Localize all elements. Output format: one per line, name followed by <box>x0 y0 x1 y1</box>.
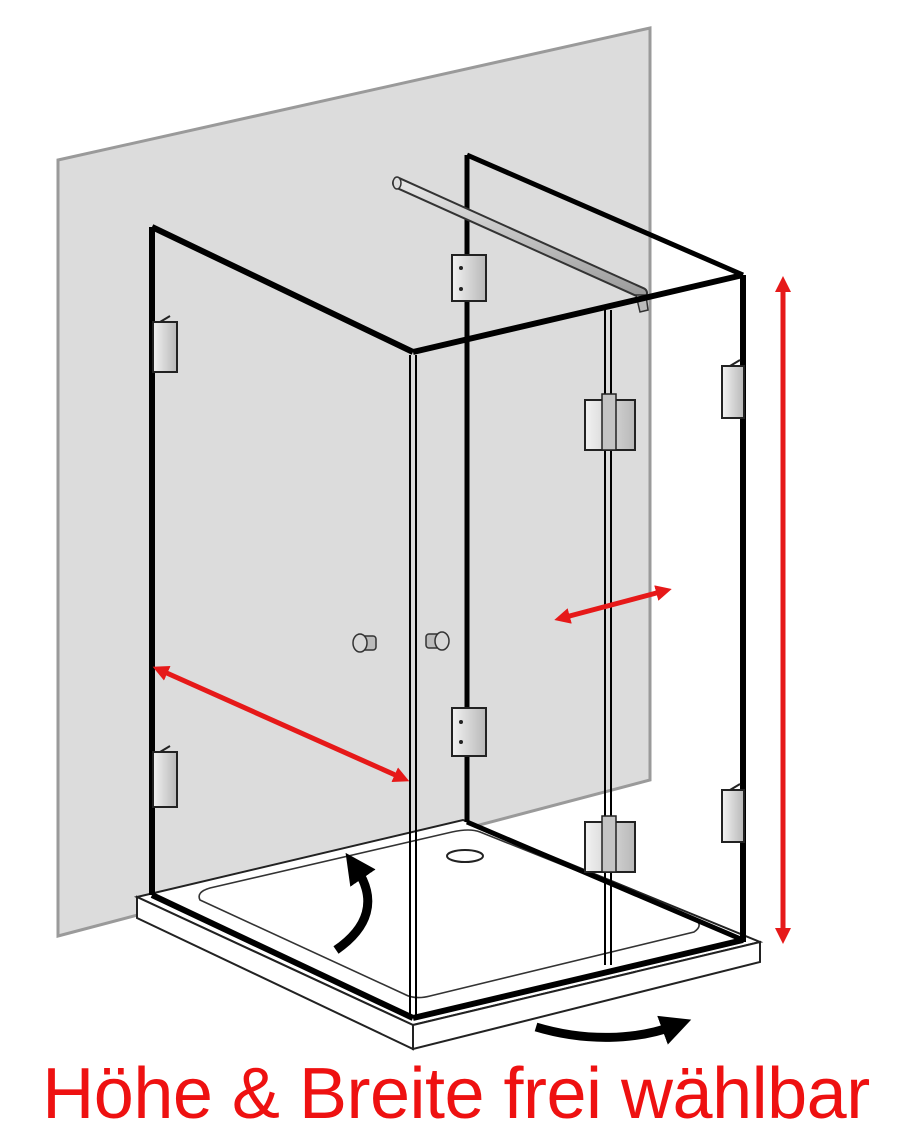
middle-rear-clamp <box>451 707 487 757</box>
door-lower-glass-hinge <box>584 815 636 873</box>
door-knob-right <box>425 631 450 651</box>
caption-text: Höhe & Breite frei wählbar <box>42 1054 870 1134</box>
right-upper-wall-hinge <box>721 359 745 419</box>
left-upper-wall-hinge <box>152 315 178 373</box>
door-width-arrow-icon <box>554 585 672 624</box>
side-swing-arrow-icon <box>534 1015 692 1045</box>
front-door-edge <box>409 355 417 1016</box>
door-upper-glass-hinge <box>584 393 636 451</box>
right-lower-wall-hinge <box>721 783 745 843</box>
front-width-arrow-icon <box>152 665 410 783</box>
door-knob-left <box>352 633 377 653</box>
shower-enclosure-diagram <box>56 26 792 1051</box>
back-wall <box>56 26 652 938</box>
drain <box>446 849 484 863</box>
left-lower-wall-hinge <box>152 745 178 808</box>
door-swing-arrow-icon <box>333 852 376 954</box>
top-rear-clamp <box>451 254 487 302</box>
top-front-edge <box>412 272 744 355</box>
